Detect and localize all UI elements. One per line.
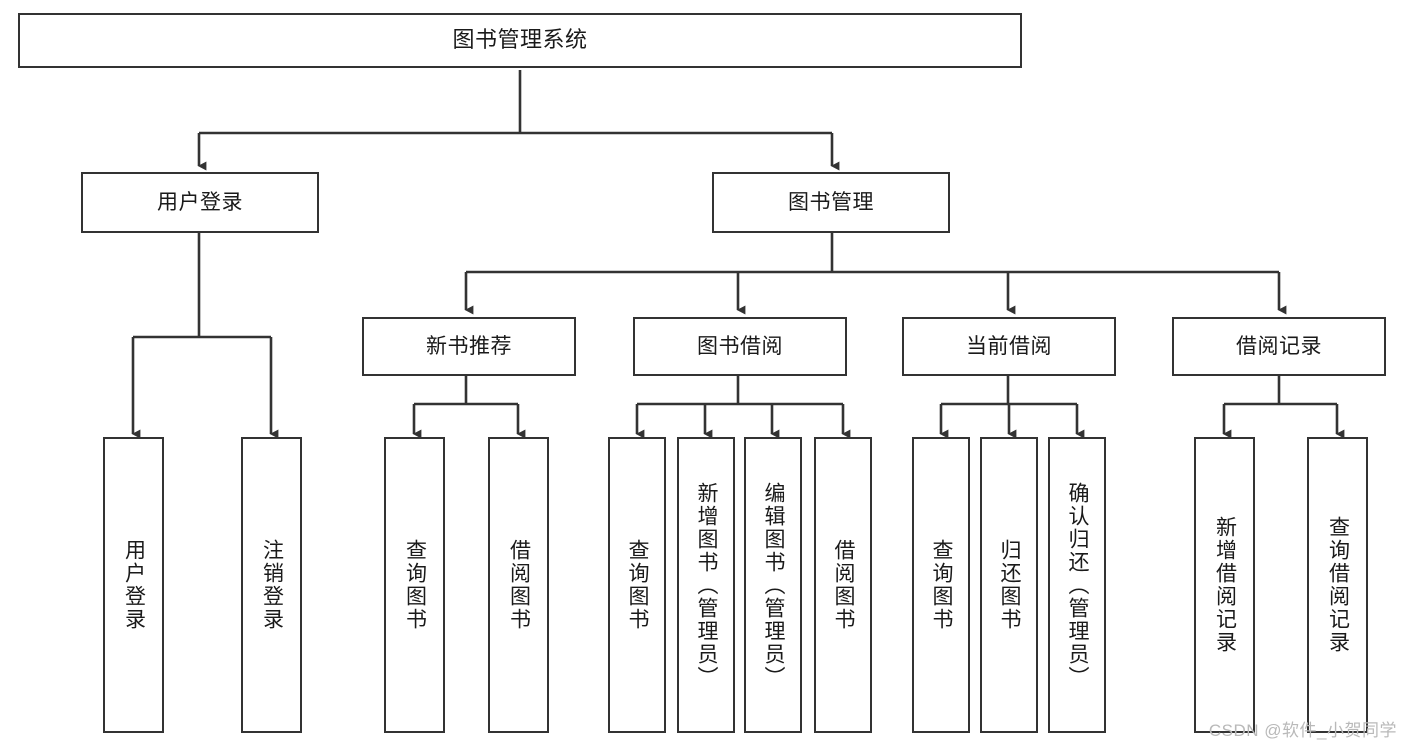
node-leaf-query-record[interactable]: 查询借阅记录 [1307,437,1368,733]
node-leaf-borrow-book-2[interactable]: 借阅图书 [814,437,872,733]
node-book-borrow-label: 图书借阅 [697,334,783,358]
node-leaf-borrow-book-1[interactable]: 借阅图书 [488,437,549,733]
node-book-borrow[interactable]: 图书借阅 [633,317,847,376]
node-leaf-borrow-book-1-label: 借阅图书 [507,539,531,631]
node-leaf-query-book-3[interactable]: 查询图书 [912,437,970,733]
node-leaf-query-book-2[interactable]: 查询图书 [608,437,666,733]
node-current-borrow[interactable]: 当前借阅 [902,317,1116,376]
node-leaf-add-book[interactable]: 新增图书（管理员） [677,437,735,733]
node-new-book-recommend[interactable]: 新书推荐 [362,317,576,376]
csdn-watermark: CSDN @软件_小贺同学 [1208,721,1397,740]
node-leaf-add-record-label: 新增借阅记录 [1213,516,1237,654]
node-user-login[interactable]: 用户登录 [81,172,319,233]
node-leaf-query-book-1-label: 查询图书 [403,539,427,631]
node-leaf-confirm-return[interactable]: 确认归还（管理员） [1048,437,1106,733]
node-leaf-user-logout-label: 注销登录 [260,539,284,631]
node-leaf-query-book-3-label: 查询图书 [930,539,954,631]
node-leaf-add-record[interactable]: 新增借阅记录 [1194,437,1255,733]
node-current-borrow-label: 当前借阅 [966,334,1052,358]
node-borrow-record[interactable]: 借阅记录 [1172,317,1386,376]
node-leaf-return-book[interactable]: 归还图书 [980,437,1038,733]
node-leaf-edit-book-label: 编辑图书（管理员） [762,481,786,689]
node-leaf-query-record-label: 查询借阅记录 [1326,516,1350,654]
node-leaf-user-logout[interactable]: 注销登录 [241,437,302,733]
node-root-system[interactable]: 图书管理系统 [18,13,1022,68]
node-leaf-borrow-book-2-label: 借阅图书 [832,539,856,631]
node-leaf-query-book-2-label: 查询图书 [626,539,650,631]
node-book-manage[interactable]: 图书管理 [712,172,950,233]
node-root-system-label: 图书管理系统 [452,27,588,53]
node-leaf-user-login-label: 用户登录 [122,539,146,631]
node-leaf-user-login[interactable]: 用户登录 [103,437,164,733]
node-new-book-recommend-label: 新书推荐 [426,334,512,358]
node-user-login-label: 用户登录 [157,190,243,214]
node-leaf-return-book-label: 归还图书 [998,539,1022,631]
node-borrow-record-label: 借阅记录 [1236,334,1322,358]
node-leaf-add-book-label: 新增图书（管理员） [695,481,719,689]
node-leaf-edit-book[interactable]: 编辑图书（管理员） [744,437,802,733]
node-leaf-confirm-return-label: 确认归还（管理员） [1066,481,1090,689]
node-leaf-query-book-1[interactable]: 查询图书 [384,437,445,733]
node-book-manage-label: 图书管理 [788,190,874,214]
